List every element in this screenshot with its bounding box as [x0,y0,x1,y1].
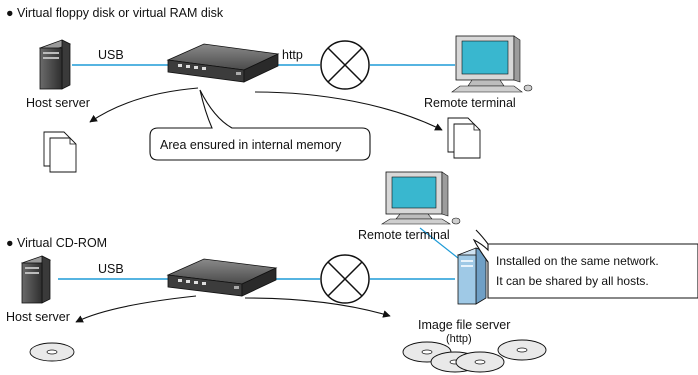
monitor-icon [451,35,533,93]
cd-disc-icon [497,339,547,361]
kvm-device-icon [166,43,280,83]
document-icon [447,117,481,159]
memory-callout-text: Area ensured in internal memory [160,138,342,152]
section-title-cdrom: ● Virtual CD-ROM [6,236,108,250]
network-callout-line1: Installed on the same network. [496,254,659,268]
image-file-server-label: Image file server [418,318,511,332]
network-callout-line2: It can be shared by all hosts. [496,274,649,288]
http-label: http [282,48,303,62]
section-title-floppy: ● Virtual floppy disk or virtual RAM dis… [6,6,224,20]
host-server-label-bottom: Host server [6,310,70,324]
arrow-to-remote-docs [254,91,443,131]
kvm-device-icon [166,258,278,297]
remote-terminal-label-mid: Remote terminal [358,228,450,242]
server-icon [38,39,72,90]
document-icon [43,131,77,173]
terminal-link [419,227,459,259]
network-callout-bubble [472,238,698,299]
host-server-label: Host server [26,96,90,110]
remote-terminal-label: Remote terminal [424,96,516,110]
usb-label-bottom: USB [98,262,124,276]
monitor-icon [380,171,461,225]
server-icon [20,255,52,304]
cd-disc-icon [455,351,505,373]
network-cross-icon [320,40,370,90]
memory-callout-bubble [149,89,371,161]
network-cross-icon [320,254,370,304]
image-file-server-protocol: (http) [446,333,472,345]
arrow-to-image-server [244,297,391,318]
cd-disc-icon [29,342,75,362]
usb-label: USB [98,48,124,62]
arrow-to-host-cd [75,295,197,323]
file-server-icon [456,247,488,305]
arrow-to-host-docs [89,87,199,123]
